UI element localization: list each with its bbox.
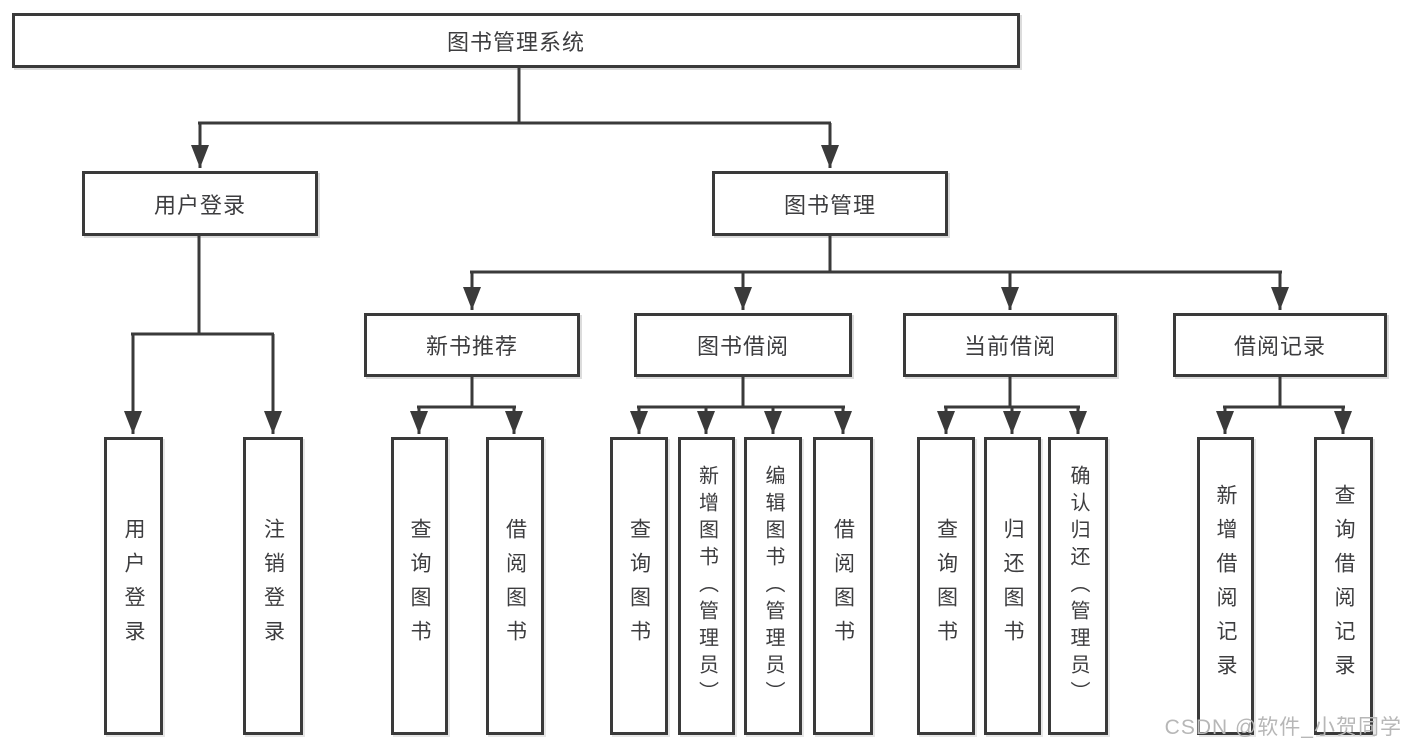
- leaf-recommend-query-books: 查询图书: [391, 437, 448, 735]
- node-current-borrow: 当前借阅: [903, 313, 1117, 377]
- leaf-add-books-admin: 新增图书（管理员）: [678, 437, 735, 735]
- node-new-book-recommend: 新书推荐: [364, 313, 580, 377]
- leaf-logout: 注销登录: [243, 437, 303, 735]
- leaf-user-login: 用户登录: [104, 437, 163, 735]
- node-book-management: 图书管理: [712, 171, 948, 236]
- leaf-confirm-return-admin-label: 确认归还（管理员）: [1067, 464, 1089, 708]
- node-user-login: 用户登录: [82, 171, 318, 236]
- leaf-add-borrow-record: 新增借阅记录: [1197, 437, 1254, 735]
- leaf-recommend-query-books-label: 查询图书: [408, 518, 431, 654]
- leaf-user-login-label: 用户登录: [122, 518, 145, 654]
- leaf-current-query-books-label: 查询图书: [934, 518, 958, 654]
- leaf-query-borrow-record: 查询借阅记录: [1314, 437, 1373, 735]
- node-book-borrow-label: 图书借阅: [696, 334, 789, 359]
- leaf-add-borrow-record-label: 新增借阅记录: [1214, 484, 1237, 688]
- leaf-edit-books-admin-label: 编辑图书（管理员）: [762, 464, 784, 708]
- node-root: 图书管理系统: [12, 13, 1020, 68]
- leaf-recommend-borrow-books: 借阅图书: [486, 437, 544, 735]
- node-current-borrow-label: 当前借阅: [963, 334, 1056, 359]
- leaf-borrow-books-label: 借阅图书: [831, 518, 855, 654]
- node-new-book-recommend-label: 新书推荐: [425, 334, 518, 359]
- leaf-current-query-books: 查询图书: [917, 437, 975, 735]
- leaf-borrow-query-books-label: 查询图书: [627, 518, 651, 654]
- leaf-confirm-return-admin: 确认归还（管理员）: [1048, 437, 1108, 735]
- node-book-borrow: 图书借阅: [634, 313, 852, 377]
- node-borrow-records: 借阅记录: [1173, 313, 1387, 377]
- csdn-watermark: CSDN @软件_小贺同学: [1164, 716, 1402, 739]
- node-book-management-label: 图书管理: [783, 192, 876, 218]
- leaf-recommend-borrow-books-label: 借阅图书: [503, 518, 527, 654]
- leaf-add-books-admin-label: 新增图书（管理员）: [695, 464, 718, 708]
- leaf-return-books-label: 归还图书: [1001, 518, 1024, 654]
- leaf-borrow-books: 借阅图书: [813, 437, 873, 735]
- leaf-return-books: 归还图书: [984, 437, 1041, 735]
- leaf-edit-books-admin: 编辑图书（管理员）: [744, 437, 802, 735]
- node-borrow-records-label: 借阅记录: [1233, 334, 1326, 359]
- leaf-query-borrow-record-label: 查询借阅记录: [1332, 484, 1355, 688]
- leaf-logout-label: 注销登录: [261, 518, 285, 654]
- node-user-login-label: 用户登录: [153, 192, 246, 218]
- leaf-borrow-query-books: 查询图书: [610, 437, 668, 735]
- node-root-label: 图书管理系统: [446, 29, 585, 55]
